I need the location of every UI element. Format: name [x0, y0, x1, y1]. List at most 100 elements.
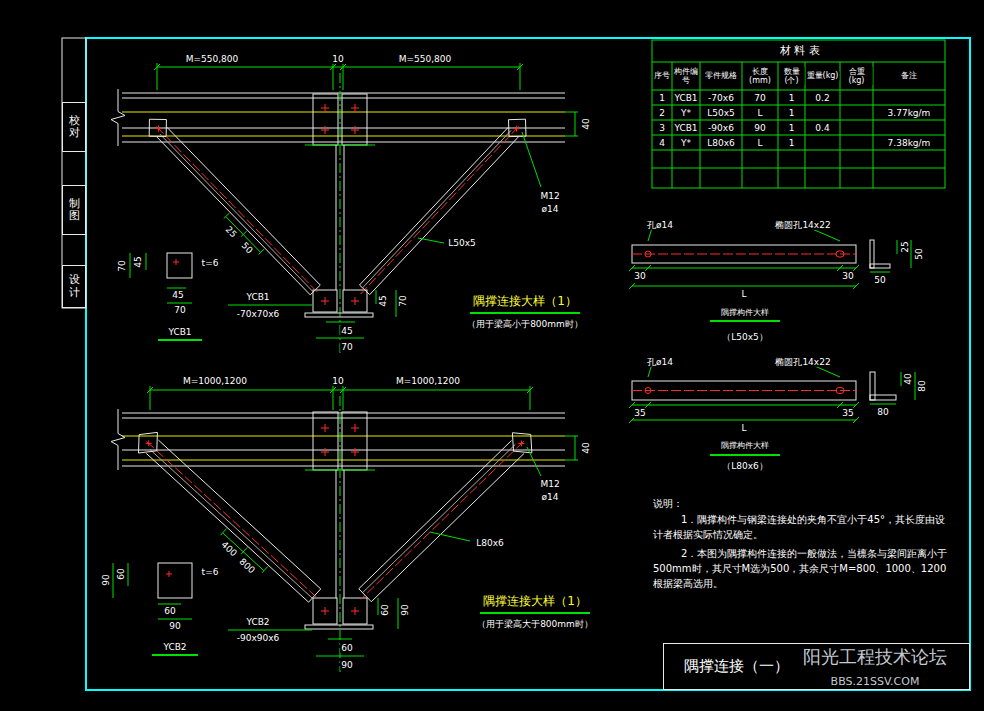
dimension-line — [632, 286, 856, 287]
dimension-line — [897, 240, 898, 254]
beam-line — [122, 436, 565, 437]
table-header: 长度(mm) — [743, 67, 777, 85]
member-title: 隅撑构件大样 — [720, 441, 770, 450]
dimension-line — [398, 598, 399, 629]
table-header: 备注 — [874, 71, 944, 80]
title-underline — [480, 612, 590, 614]
bolt-mark — [325, 607, 326, 615]
brace-member — [360, 127, 509, 285]
brace-member — [310, 285, 320, 295]
bolt-mark — [516, 126, 517, 132]
dimension-text: 60 — [163, 606, 176, 616]
bolt-hole — [645, 388, 651, 394]
table-grid — [652, 40, 945, 188]
center-line — [632, 254, 856, 255]
bolt-mark — [158, 126, 159, 132]
base-plate — [305, 625, 373, 629]
table-cell: -90x6 — [707, 122, 735, 132]
dimension-text: 30 — [841, 271, 854, 281]
beam-line — [122, 93, 565, 94]
dimension-line — [158, 619, 192, 620]
break-line — [111, 89, 125, 146]
table-header: 重量(kg) — [806, 71, 839, 80]
dimension-line — [157, 67, 520, 68]
dimension-line — [241, 547, 247, 554]
brace-member — [150, 449, 312, 598]
dimension-line — [262, 566, 268, 573]
dimension-text: M=1000,1200 — [182, 376, 248, 386]
part-callout: YCB1 — [245, 292, 270, 302]
dimension-line — [911, 240, 912, 268]
sidebar-cell: 校对 — [62, 102, 86, 152]
table-cell: L80x6 — [706, 137, 736, 147]
dimension-text: M=550,800 — [185, 54, 240, 64]
angle-section — [870, 372, 875, 400]
brace-member — [360, 285, 370, 295]
table-cell: L — [756, 137, 763, 147]
hole-callout: 椭圆孔14x22 — [774, 357, 831, 367]
table-cell: 1 — [788, 107, 796, 117]
dimension-text: 70 — [340, 342, 353, 352]
dimension-line — [575, 112, 576, 136]
dimension-text: 60 — [340, 643, 353, 653]
dimension-text: 35 — [633, 408, 646, 418]
table-cell: 3 — [658, 122, 666, 132]
dimension-tick — [330, 387, 336, 393]
dimension-line — [870, 272, 890, 273]
bolt-mark — [355, 448, 356, 456]
brace-member — [309, 589, 321, 602]
dimension-text: 45 — [378, 294, 388, 307]
table-cell: 4 — [658, 137, 666, 147]
leader-line — [527, 447, 541, 476]
table-title: 材 料 表 — [779, 45, 821, 58]
angle-section — [870, 395, 896, 400]
dimension-line — [565, 436, 578, 437]
bolt-mark — [355, 424, 356, 432]
watermark: 阳光工程技术论坛 — [802, 647, 948, 668]
table-cell: 1 — [788, 92, 796, 102]
center-line — [340, 396, 341, 672]
dimension-line — [128, 563, 129, 586]
dimension-line — [221, 528, 227, 535]
leader-line — [228, 630, 312, 631]
dimension-line — [316, 338, 364, 339]
stiffener-line — [344, 145, 345, 290]
dimension-text: 45 — [340, 326, 353, 336]
dimension-text: M=550,800 — [398, 54, 453, 64]
part-callout: -70x70x6 — [236, 309, 281, 319]
brace-member — [363, 444, 516, 592]
table-cell: 1 — [788, 137, 796, 147]
sidebar-cell: 制图 — [62, 185, 86, 235]
sidebar-cell: 设计 — [62, 265, 86, 308]
brace-plate — [313, 290, 337, 312]
table-cell: 7.38kg/m — [887, 137, 932, 147]
table-grid — [805, 62, 806, 188]
leader-line — [430, 532, 470, 541]
dimension-line — [565, 112, 578, 113]
stiffener-line — [344, 470, 345, 598]
dimension-line — [326, 322, 355, 323]
table-grid — [652, 168, 945, 169]
member-subtitle: （L80x6） — [721, 461, 769, 471]
table-grid — [652, 120, 945, 121]
table-cell: Y* — [680, 107, 692, 117]
bolt-mark — [355, 126, 356, 134]
dimension-line — [146, 253, 147, 270]
dimension-text: 90 — [340, 660, 353, 670]
table-header: 零件规格 — [701, 71, 741, 80]
dimension-text: 35 — [841, 408, 854, 418]
brace-member — [363, 130, 512, 288]
slot-hole — [836, 388, 844, 394]
bolt-callout: M12 — [539, 191, 560, 201]
dimension-text: M=1000,1200 — [395, 376, 461, 386]
dimension-text: 70 — [117, 259, 127, 272]
brace-member — [160, 134, 313, 292]
table-cell: 90 — [753, 122, 766, 132]
dimension-tick — [154, 64, 160, 70]
table-cell: -70x6 — [707, 92, 735, 102]
table-cell: 3.77kg/m — [887, 107, 932, 117]
dimension-line — [150, 390, 530, 391]
dimension-text: 50 — [914, 247, 924, 260]
connection-plate — [313, 94, 338, 145]
bolt-mark — [355, 104, 356, 112]
